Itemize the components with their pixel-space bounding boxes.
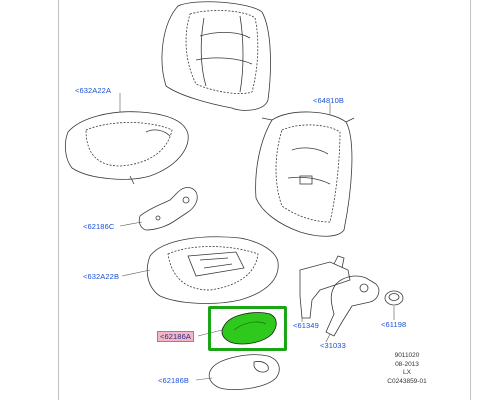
highlight-selection-box[interactable]	[208, 306, 287, 351]
leader-lines	[119, 93, 395, 381]
rail-part-drawing	[299, 255, 351, 319]
frame-left-border	[58, 0, 59, 400]
seat-cushion-drawing	[146, 236, 279, 304]
seat-back-cover-left-drawing	[64, 111, 189, 185]
info-line-1: 9011020	[394, 352, 420, 359]
lever-part-drawing	[325, 275, 380, 337]
label-backrest-foam[interactable]: <64810B	[313, 96, 344, 105]
backrest-foam-right-drawing	[255, 111, 355, 237]
info-line-3: LX	[403, 369, 411, 376]
label-backrest-cover[interactable]: <632A22A	[75, 86, 112, 95]
label-highlighted-part[interactable]: <62186A	[157, 331, 194, 342]
info-line-4: C0243859-01	[387, 377, 427, 385]
cap-part-drawing	[384, 290, 404, 306]
frame-right-border	[470, 0, 471, 400]
label-lever-part[interactable]: <31033	[320, 341, 346, 350]
backrest-cover-drawing	[161, 1, 271, 111]
highlighted-part-drawing	[221, 312, 277, 345]
label-rail-part[interactable]: <61349	[293, 321, 319, 330]
label-cap-part[interactable]: <61198	[381, 320, 407, 329]
label-bracket-b[interactable]: <62186B	[158, 376, 189, 385]
label-cushion-cover[interactable]: <632A22B	[83, 272, 120, 281]
info-line-2: 08-2013	[395, 360, 419, 368]
bracket-b-drawing	[208, 354, 280, 390]
label-bracket-c[interactable]: <62186C	[83, 222, 115, 231]
drawing-info-block: 9011020 08-2013 LX C0243859-01	[372, 352, 442, 386]
bracket-c-drawing	[138, 187, 198, 231]
